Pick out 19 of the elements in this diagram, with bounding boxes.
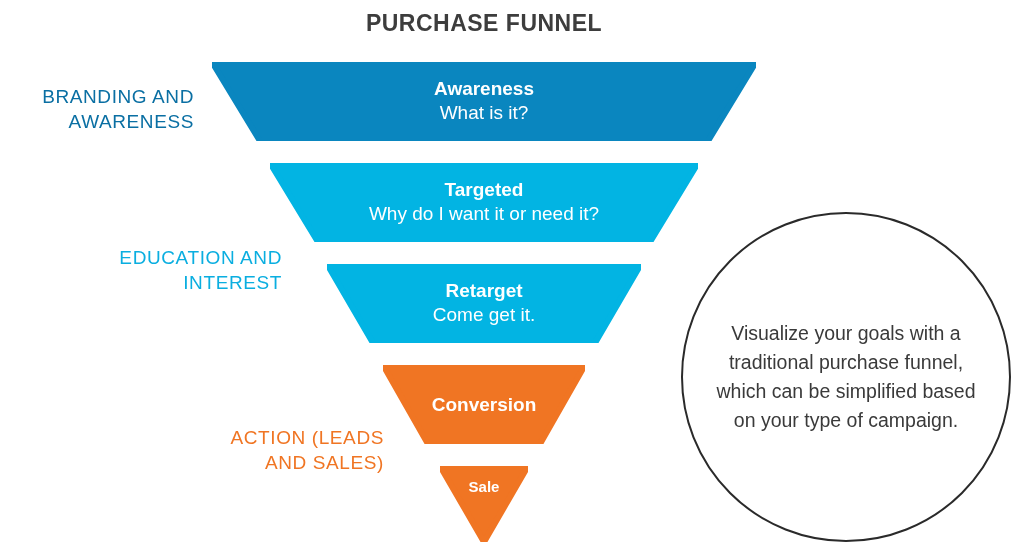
note-text: Visualize your goals with a traditional purchase funnel, which can be simplified based on your type of campaign. [715,321,977,433]
stage-title: Awareness [434,77,534,102]
funnel-segment [327,264,641,343]
stage-question: Why do I want it or need it? [368,202,600,227]
stage-group-label: EDUCATION AND INTEREST [118,246,282,295]
funnel-tip [440,466,528,542]
stage-title: Conversion [431,392,537,417]
stage-group-label: ACTION (LEADS AND SALES) [229,426,384,475]
note-circle [681,212,1011,542]
funnel-segment [270,163,698,242]
funnel-segment [212,62,756,141]
stage-question: Come get it. [432,303,536,328]
funnel-segment [383,365,585,444]
stage-title: Sale [468,478,500,497]
stage-title: Targeted [444,178,524,203]
stage-question: What is it? [439,101,529,126]
stage-title: Retarget [445,279,523,304]
stage-group-label: BRANDING AND AWARENESS [41,85,194,134]
title: PURCHASE FUNNEL [364,10,604,37]
